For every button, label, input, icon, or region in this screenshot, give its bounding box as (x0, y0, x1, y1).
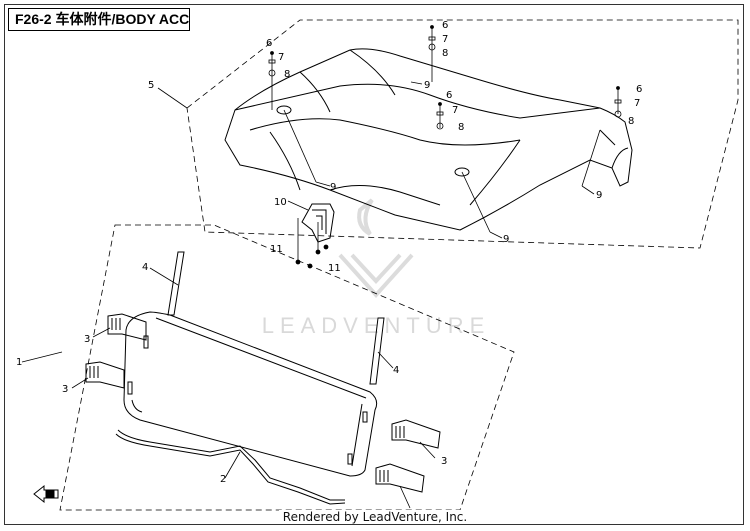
callout-6-a: 6 (266, 38, 272, 49)
callout-6-b: 6 (442, 20, 448, 31)
watermark-text: LEADVENTURE (262, 313, 491, 338)
callout-9-c: 9 (503, 234, 509, 245)
page-frame (4, 4, 744, 525)
callout-5: 5 (148, 80, 154, 91)
callout-7-a: 7 (278, 52, 284, 63)
leader-lines (21, 27, 619, 509)
bracket (301, 203, 335, 243)
callout-4-right: 4 (393, 365, 399, 376)
watermark-logo (338, 198, 414, 298)
fastener-bolts-11 (295, 244, 329, 269)
callout-7-b: 7 (442, 34, 448, 45)
callout-7-d: 7 (634, 98, 640, 109)
callout-2: 2 (220, 474, 226, 485)
callout-8-c: 8 (458, 122, 464, 133)
callout-8-a: 8 (284, 69, 290, 80)
group-boundary-cover (186, 19, 739, 249)
footer-credit: Rendered by LeadVenture, Inc. (0, 510, 750, 524)
callout-9-b: 9 (424, 80, 430, 91)
callout-9-a: 9 (330, 182, 336, 193)
front-arrow-icon (33, 484, 59, 504)
seal-strip (115, 429, 346, 505)
callout-6-c: 6 (446, 90, 452, 101)
clamp-lower-left (85, 361, 125, 389)
clamp-upper-left (107, 313, 147, 341)
callout-8-d: 8 (628, 116, 634, 127)
callout-9-d: 9 (596, 190, 602, 201)
callout-11-left: 11 (270, 244, 283, 255)
group-boundary-windshield (59, 224, 515, 511)
callout-7-c: 7 (452, 105, 458, 116)
callout-1: 1 (16, 357, 22, 368)
callout-3-upper-right: 3 (441, 456, 447, 467)
callout-8-b: 8 (442, 48, 448, 59)
callout-6-d: 6 (636, 84, 642, 95)
clamp-lower-right (375, 463, 425, 493)
callout-3-lower-left: 3 (62, 384, 68, 395)
clamp-upper-right (391, 419, 441, 449)
post-right (369, 317, 385, 385)
post-left (167, 251, 185, 316)
callout-4-left: 4 (142, 262, 148, 273)
callout-11-right: 11 (328, 263, 341, 274)
callout-10: 10 (274, 197, 287, 208)
footer-text: Rendered by LeadVenture, Inc. (278, 510, 472, 524)
page-title: F26-2 车体附件/BODY ACCESSORIES (8, 8, 190, 31)
body-cover (224, 48, 633, 231)
callout-3-upper-left: 3 (84, 334, 90, 345)
